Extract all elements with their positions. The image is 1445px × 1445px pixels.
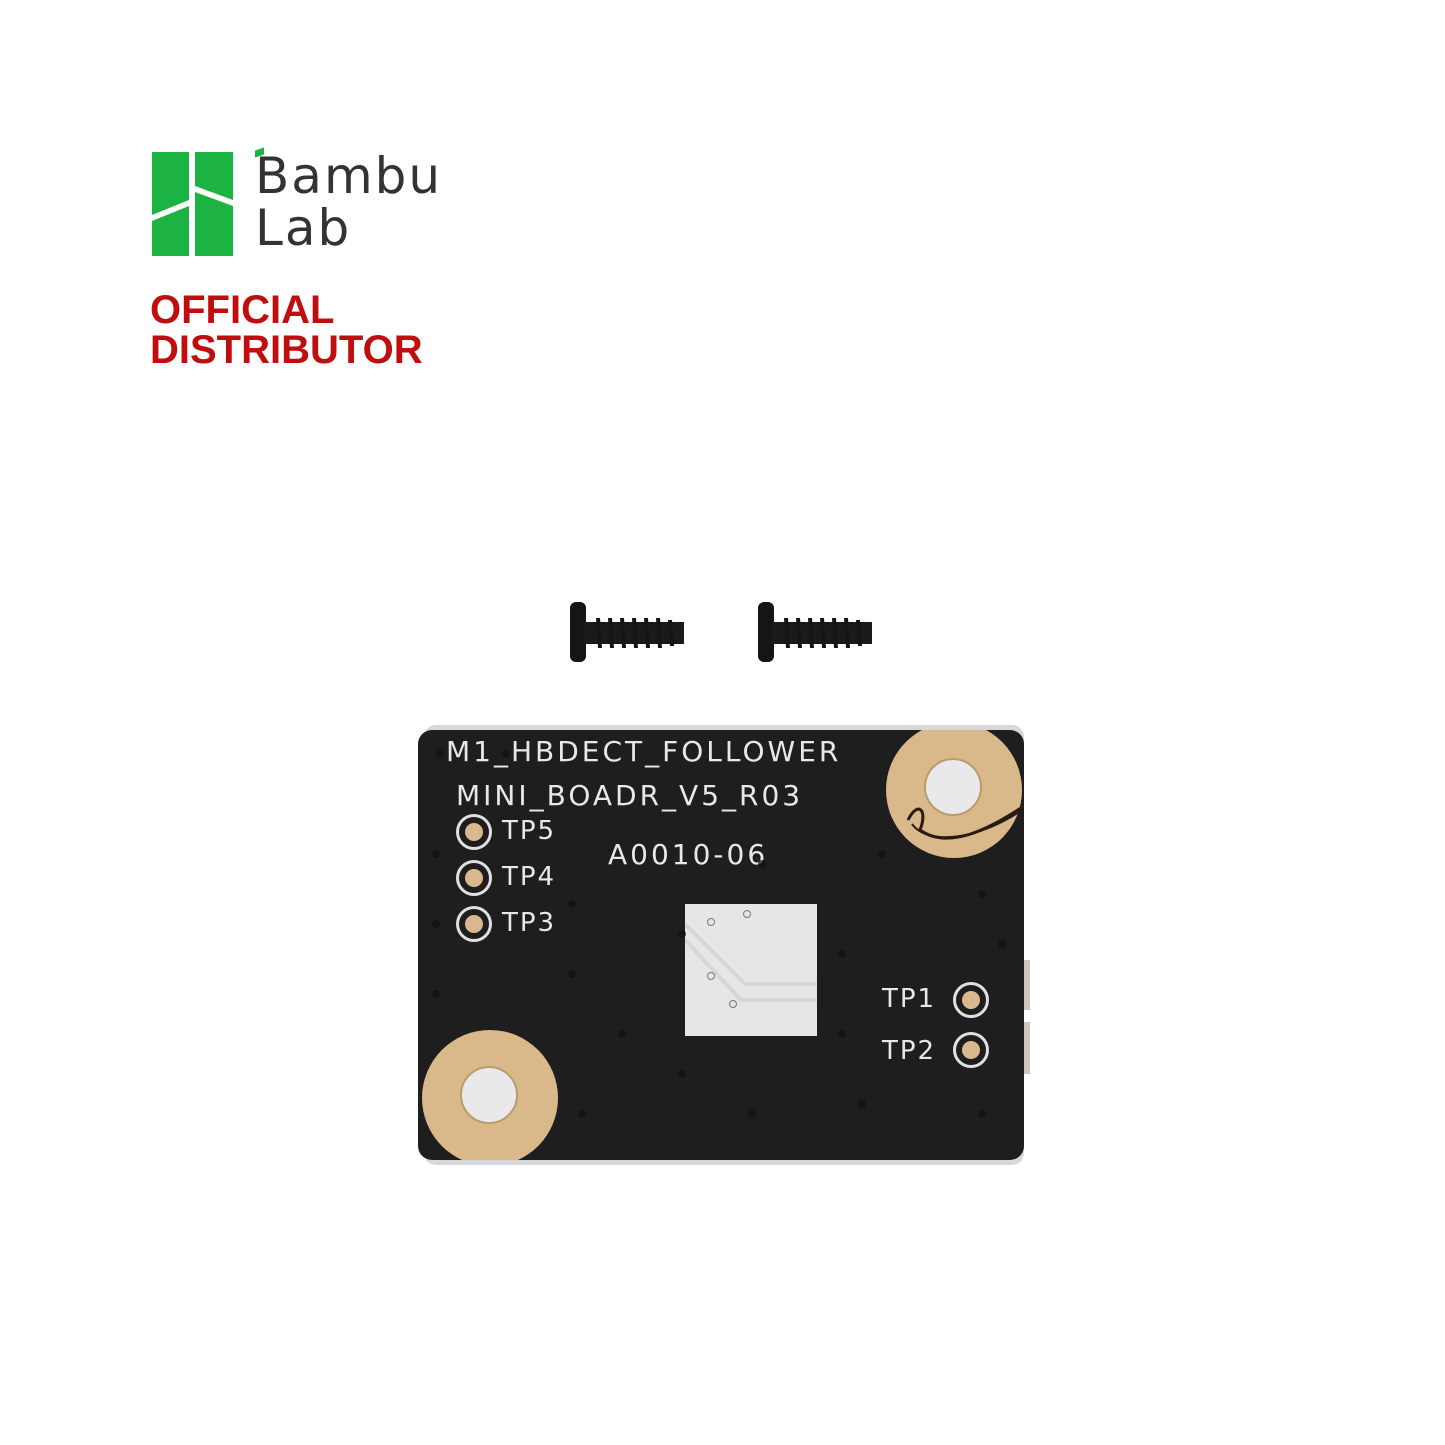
connector-tab	[1022, 960, 1030, 1010]
silkscreen-line2: MINI_BOADR_V5_R03	[456, 779, 804, 812]
test-point-tp3	[456, 906, 492, 942]
tp-label: TP3	[502, 908, 557, 938]
brand-name-line1: Bambu	[255, 147, 443, 205]
tp-label: TP1	[882, 984, 937, 1014]
brand-logo: Bambu Lab	[152, 147, 522, 262]
bambu-lab-logo-icon	[152, 152, 233, 256]
test-point-tp2	[953, 1032, 989, 1068]
part-number: A0010-06	[608, 838, 769, 871]
tp-label: TP2	[882, 1036, 937, 1066]
wire-trace	[906, 804, 1024, 840]
test-point-tp1	[953, 982, 989, 1018]
silkscreen-line1: M1_HBDECT_FOLLOWER	[446, 735, 842, 768]
brand-wordmark: Bambu Lab	[255, 147, 442, 257]
tp-label: TP4	[502, 862, 557, 892]
screw-icon	[570, 602, 684, 662]
test-point-tp5	[456, 814, 492, 850]
pcb-board: M1_HBDECT_FOLLOWER MINI_BOADR_V5_R03 A00…	[418, 730, 1024, 1160]
brand-name-line2: Lab	[255, 199, 352, 257]
chip-pad	[685, 904, 817, 1036]
connector-tab	[1022, 1022, 1030, 1074]
screw-icon	[758, 602, 872, 662]
mounting-hole-bottom-left	[422, 1030, 558, 1160]
test-point-tp4	[456, 860, 492, 896]
official-distributor-badge: OFFICIAL DISTRIBUTOR	[150, 290, 423, 370]
badge-line1: OFFICIAL	[150, 288, 335, 332]
badge-line2: DISTRIBUTOR	[150, 328, 423, 372]
tp-label: TP5	[502, 816, 557, 846]
